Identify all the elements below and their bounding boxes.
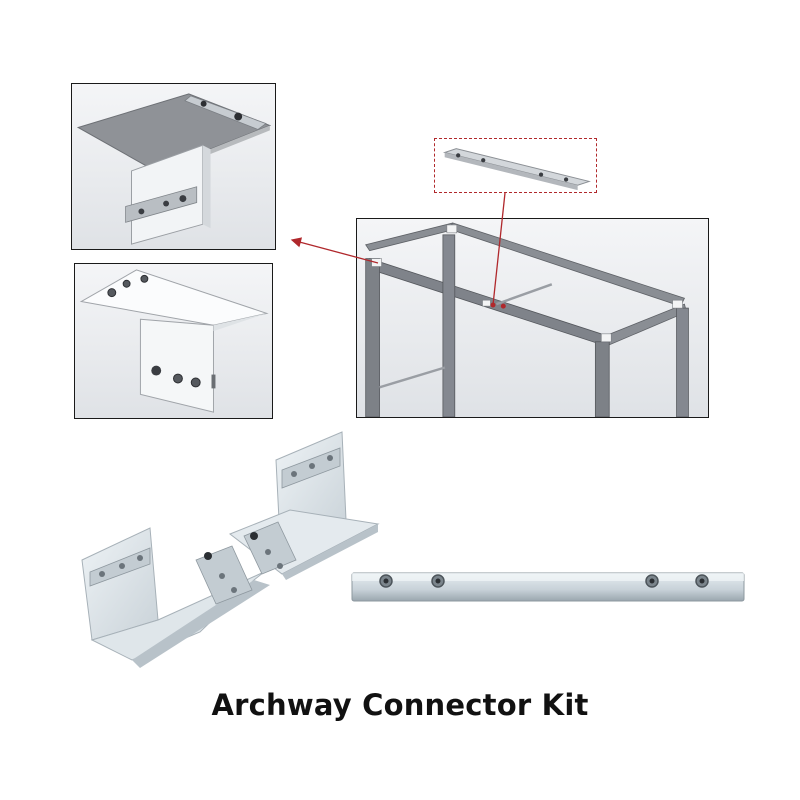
connector-bar bbox=[351, 572, 745, 602]
bracket-isolated-illustration bbox=[79, 269, 269, 413]
bracket-right bbox=[228, 431, 380, 580]
product-photo bbox=[81, 431, 745, 668]
bracket-under-plate-illustration bbox=[76, 93, 272, 245]
frame-assembly-panel bbox=[356, 218, 709, 418]
archway-frame-illustration bbox=[365, 222, 689, 417]
zoom-box-connector-bar bbox=[434, 138, 597, 193]
detail-panel-bracket-isolated bbox=[74, 263, 273, 419]
detail-panel-bracket-top bbox=[71, 83, 276, 250]
bracket-left bbox=[81, 527, 270, 668]
connector-bar-illustration bbox=[442, 148, 591, 191]
product-title: Archway Connector Kit bbox=[211, 688, 589, 722]
